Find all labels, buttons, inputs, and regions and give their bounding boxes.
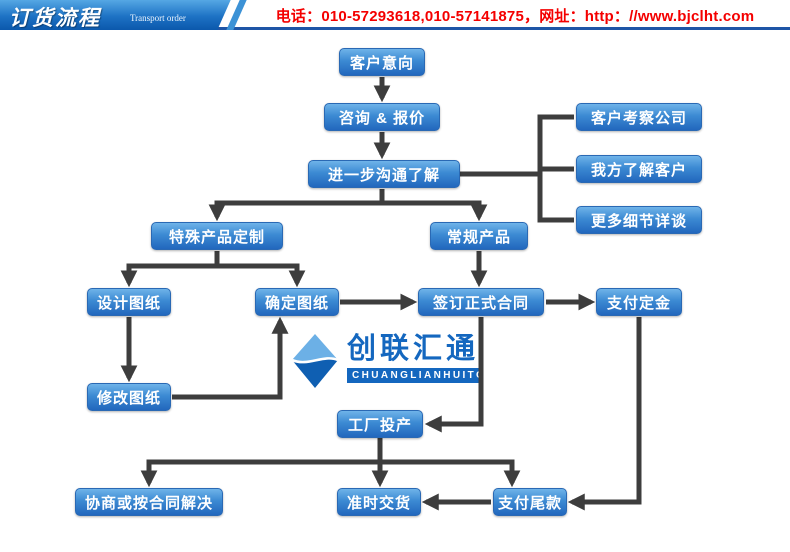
flow-node-more-details-talk: 更多细节详谈 <box>576 206 702 234</box>
banner-background <box>0 0 210 30</box>
flow-node-pay-deposit: 支付定金 <box>596 288 682 316</box>
flow-node-confirm-drawing: 确定图纸 <box>255 288 339 316</box>
flow-node-we-know-customer: 我方了解客户 <box>576 155 702 183</box>
brand-watermark: 创联汇通 CHUANGLIANHUITONG <box>291 331 504 393</box>
flow-node-design-drawing: 设计图纸 <box>87 288 171 316</box>
flow-node-factory-production: 工厂投产 <box>337 410 423 438</box>
flow-node-pay-balance: 支付尾款 <box>493 488 567 516</box>
flow-node-special-product-custom: 特殊产品定制 <box>151 222 283 250</box>
brand-name-cn: 创联汇通 <box>347 333 480 365</box>
flow-node-modify-drawing: 修改图纸 <box>87 383 171 411</box>
brand-logo-icon <box>291 334 339 388</box>
flow-node-consult-quote: 咨询 & 报价 <box>324 103 440 131</box>
edge-modify-confirm <box>172 316 289 400</box>
brand-text: 创联汇通 CHUANGLIANHUITONG <box>347 331 504 393</box>
page-header: 订货流程 Transport order 电话：010-57293618,010… <box>0 0 790 30</box>
edge-deposit-balance <box>567 317 642 511</box>
flow-node-regular-product: 常规产品 <box>430 222 528 250</box>
flow-node-further-communication: 进一步沟通了解 <box>308 160 460 188</box>
banner-title: 订货流程 <box>9 6 101 30</box>
flow-node-customer-visit-company: 客户考察公司 <box>576 103 702 131</box>
banner-subtitle: Transport order <box>130 13 186 23</box>
flow-node-sign-formal-contract: 签订正式合同 <box>418 288 544 316</box>
brand-name-en: CHUANGLIANHUITONG <box>347 368 504 383</box>
flow-node-customer-intent: 客户意向 <box>339 48 425 76</box>
contact-info: 电话：010-57293618,010-57141875，网址：http：//w… <box>275 7 755 25</box>
flow-node-on-time-delivery: 准时交货 <box>337 488 421 516</box>
flow-node-negotiate-or-contract: 协商或按合同解决 <box>75 488 223 516</box>
